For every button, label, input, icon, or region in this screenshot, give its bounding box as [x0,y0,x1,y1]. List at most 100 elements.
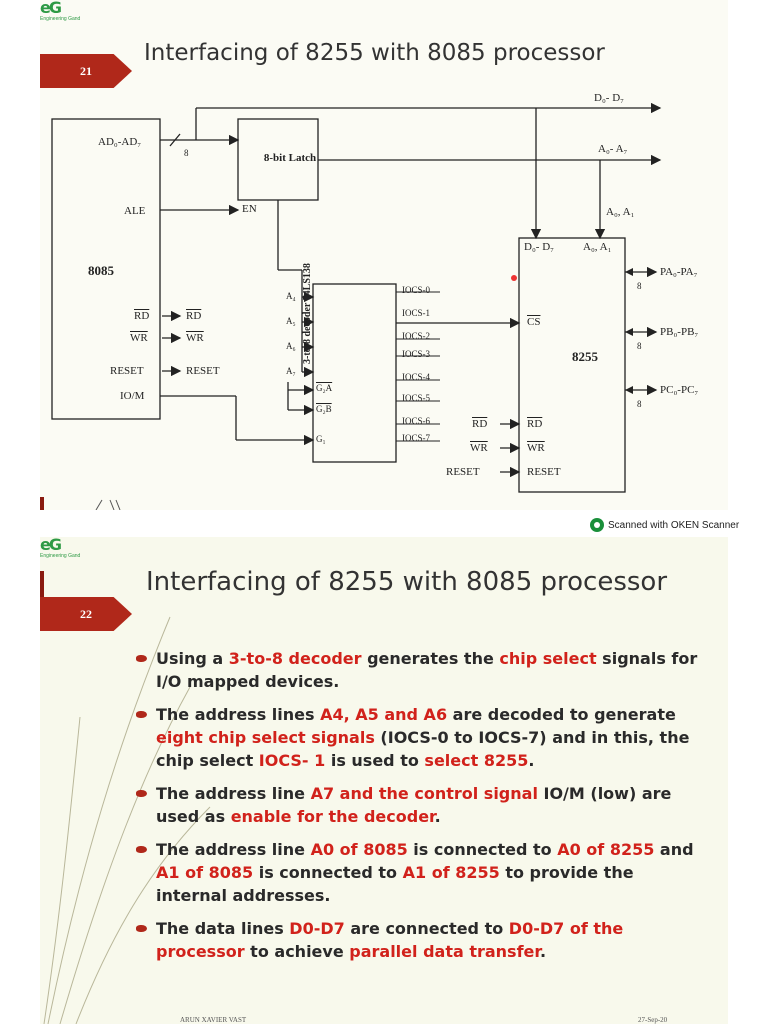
bullet-text: is connected to [407,840,558,859]
decoder-input-a7: A₇ [286,366,296,376]
decoder-output-iocs6: IOCS-6 [402,416,431,426]
logo-mark: eG [40,537,62,554]
bullet-item: The address lines A4, A5 and A6 are deco… [136,703,706,772]
address-bus-label: A₀- A₇ [598,143,628,155]
ppi-rd-pin: RD [527,418,543,430]
cpu-pin-rd: RD [134,310,150,322]
bullet-text: and [654,840,694,859]
decoder-input-a6: A₆ [286,341,296,351]
decoder-output-iocs4: IOCS-4 [402,372,431,382]
decoder-enable-g1: G₁ [316,434,326,444]
scanner-watermark: Scanned with OKEN Scanner [590,518,739,532]
slide-22: eG Engineering Gand 22 Interfacing of 82… [40,537,728,1024]
port-b-label: PB₀-PB₇ [660,326,699,338]
highlight-text: chip select [499,649,597,668]
logo: eG Engineering Gand [40,0,84,34]
bullet-text: are connected to [344,919,509,938]
bullet-text: . [528,751,535,770]
slide-number-badge: 22 [40,597,132,631]
bullet-text: The address line [156,840,311,859]
highlight-text: A1 of 8255 [402,863,500,882]
bullet-text: signals for I/O mapped devices. [156,649,698,691]
bullet-item: Using a 3-to-8 decoder generates the chi… [136,647,706,693]
signal-reset-8255: RESET [446,466,480,478]
decoder-output-iocs1: IOCS-1 [402,308,431,318]
port-a-width: 8 [637,281,642,291]
cpu-label: 8085 [88,263,114,278]
bullet-text: The address line [156,784,311,803]
highlight-text: 3-to-8 decoder [228,649,362,668]
port-c-label: PC₀-PC₇ [660,384,699,396]
slide-title: Interfacing of 8255 with 8085 processor [144,40,605,66]
highlight-text: parallel data transfer [349,942,540,961]
port-c-width: 8 [637,399,642,409]
bullet-text: is connected to [253,863,403,882]
signal-reset: RESET [186,365,220,377]
signal-wr: WR [186,332,204,344]
bullet-item: The data lines D0-D7 are connected to D0… [136,917,706,963]
bullet-item: The address line A7 and the control sign… [136,782,706,828]
bullet-text: The address lines [156,705,321,724]
highlight-text: select 8255 [424,751,529,770]
bullet-text: . [434,807,441,826]
cpu-pin-ale: ALE [124,205,146,217]
footer-author: ARUN XAVIER VAST [180,1016,247,1024]
decoder-output-iocs7: IOCS-7 [402,433,431,443]
decoder-output-iocs3: IOCS-3 [402,349,431,359]
data-bus-label: D₀- D₇ [594,92,624,104]
highlight-text: A7 and the control signal [310,784,538,803]
bullet-text: Using a [156,649,229,668]
ppi-data-pins: D₀- D₇ [524,241,554,253]
slide-number-badge: 21 [40,54,132,88]
ppi-label: 8255 [572,349,598,364]
footer-date: 27-Sep-20 [638,1016,668,1024]
ppi-8255-block [518,237,626,493]
highlight-text: A0 of 8085 [310,840,408,859]
logo-mark: eG [40,0,62,17]
ppi-cs-pin: CS [527,316,541,328]
cpu-pin-iom: IO/M [120,390,145,402]
decoder-output-iocs5: IOCS-5 [402,393,431,403]
decoder-output-iocs2: IOCS-2 [402,331,431,341]
bullet-text: generates the [361,649,500,668]
port-a-label: PA₀-PA₇ [660,266,698,278]
ppi-addr-pins: A₀, A₁ [583,241,612,253]
bullet-text: to achieve [244,942,350,961]
bullet-text: . [540,942,547,961]
highlight-text: IOCS- 1 [258,751,326,770]
highlight-text: A0 of 8255 [557,840,655,859]
highlight-text: enable for the decoder [230,807,435,826]
cpu-pin-wr: WR [130,332,148,344]
port-b-width: 8 [637,341,642,351]
interface-circuit-diagram [51,102,662,510]
decoder-output-iocs0: IOCS-0 [402,285,431,295]
slide-21: eG Engineering Gand 21 Interfacing of 82… [40,0,728,510]
ppi-wr-pin: WR [527,442,545,454]
decoder-input-a4: A₄ [286,291,296,301]
highlight-text: D0-D7 [289,919,345,938]
bullet-item: The address line A0 of 8085 is connected… [136,838,706,907]
bullet-text: to provide the internal addresses. [156,863,634,905]
signal-rd: RD [186,310,202,322]
decoder-enable-g2b: G₂B [316,404,332,414]
logo: eG Engineering Gand [40,537,84,571]
pointer-dot [511,275,517,281]
bullet-text: is used to [325,751,425,770]
bullet-text: are decoded to generate [447,705,676,724]
cpu-pin-ad: AD₀-AD₇ [98,136,142,148]
slide-title: Interfacing of 8255 with 8085 processor [146,567,668,597]
logo-subtitle: Engineering Gand [40,553,81,559]
scanner-text: Scanned with OKEN Scanner [608,519,740,531]
bullet-list: Using a 3-to-8 decoder generates the chi… [136,647,706,973]
decoder-label: 3-to-8 decoder 74LS138 [302,263,313,364]
decoder-enable-g2a: G₂A [316,383,333,393]
cpu-8085-block [51,118,161,420]
highlight-text: eight chip select signals [156,728,375,747]
left-accent-bar [40,497,44,510]
bullet-text: The data lines [156,919,290,938]
cpu-pin-reset: RESET [110,365,144,377]
signal-wr-8255: WR [470,442,488,454]
bullet-text: IO/M (low) are used as [156,784,672,826]
a0-a1-line-label: A₀, A₁ [606,206,635,218]
highlight-text: A1 of 8085 [156,863,254,882]
